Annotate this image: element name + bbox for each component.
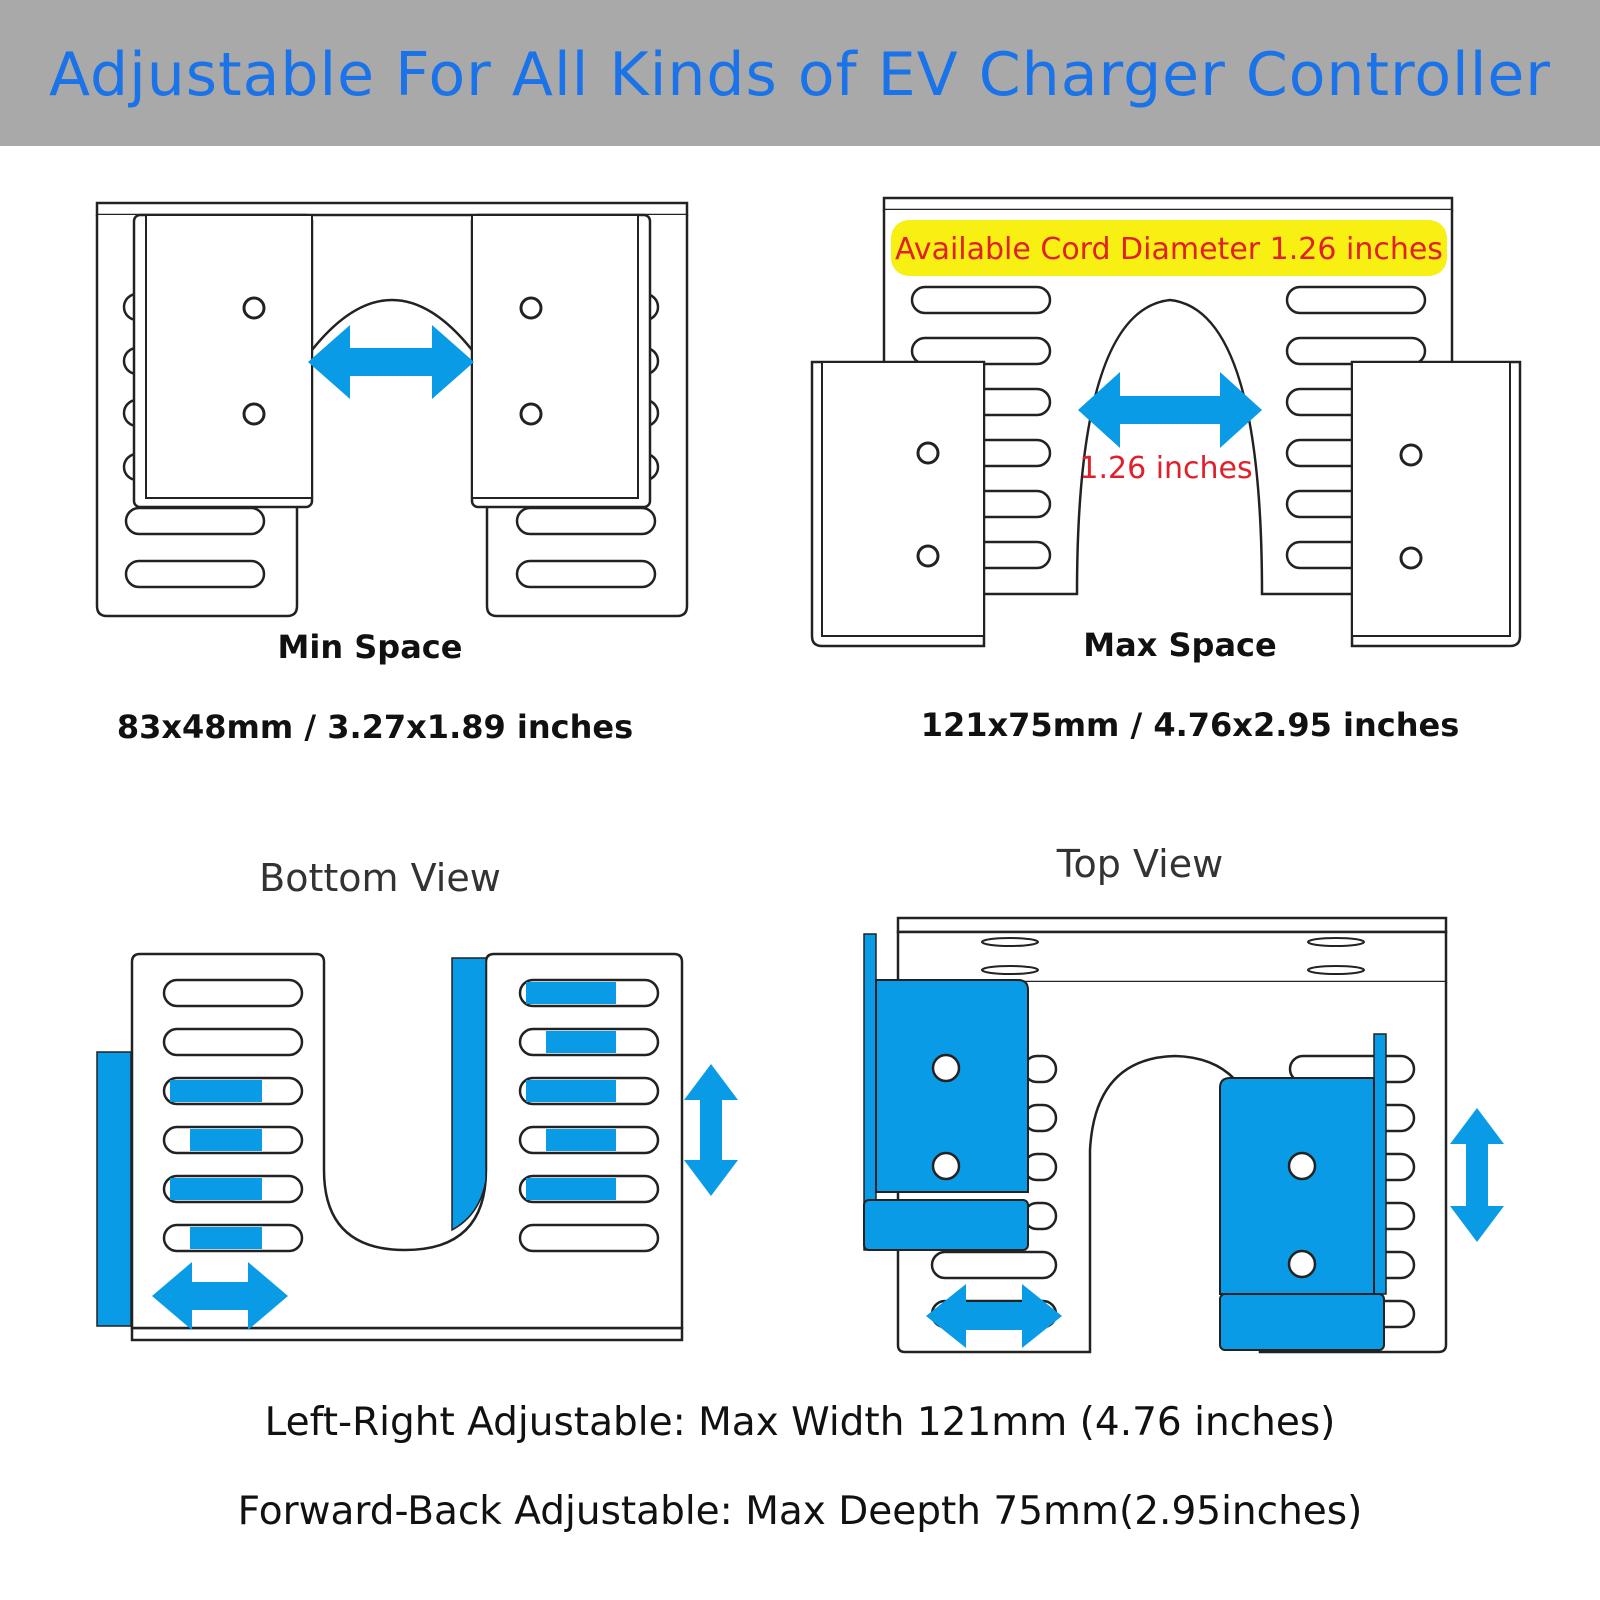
bottom-view-label: Bottom View [259, 856, 501, 900]
header-banner: Adjustable For All Kinds of EV Charger C… [0, 0, 1600, 146]
max-space-diagram: Available Cord Diameter 1.26 inches 1.26… [810, 196, 1522, 648]
min-space-title: Min Space [277, 628, 463, 666]
gap-measurement-label: 1.26 inches [1079, 451, 1252, 486]
max-space-title: Max Space [1083, 626, 1277, 664]
top-view-diagram [863, 916, 1504, 1354]
page-title: Adjustable For All Kinds of EV Charger C… [49, 40, 1551, 110]
forward-back-adjustable-note: Forward-Back Adjustable: Max Deepth 75mm… [237, 1489, 1363, 1534]
left-right-adjustable-note: Left-Right Adjustable: Max Width 121mm (… [264, 1400, 1336, 1445]
min-space-dimensions: 83x48mm / 3.27x1.89 inches [116, 708, 634, 746]
cord-diameter-badge [891, 220, 1447, 276]
cord-diameter-note: Available Cord Diameter 1.26 inches [895, 232, 1443, 267]
max-space-dimensions: 121x75mm / 4.76x2.95 inches [920, 706, 1460, 744]
bottom-view-diagram [96, 952, 738, 1342]
top-view-label: Top View [1056, 842, 1224, 886]
min-space-diagram [95, 201, 689, 618]
